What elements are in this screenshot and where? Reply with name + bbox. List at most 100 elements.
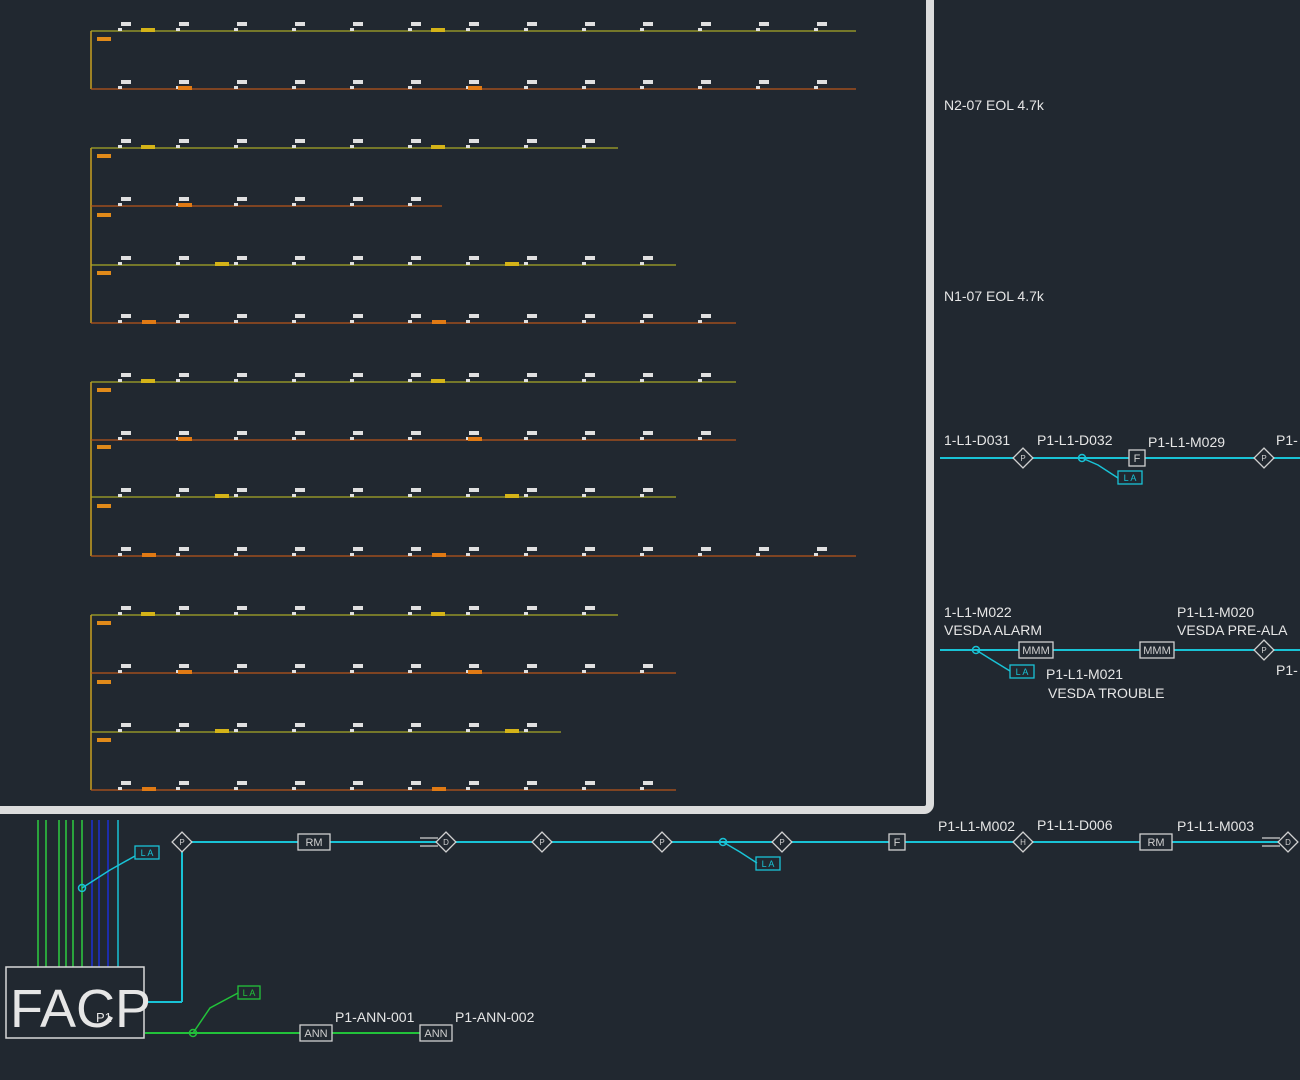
minimap-tap-mark (141, 612, 155, 616)
label-ann-2: P1-ANN-002 (455, 1009, 535, 1025)
photo-detector-symbol[interactable]: P (651, 831, 673, 853)
f-box[interactable]: F (1128, 449, 1146, 467)
minimap-device-mark (353, 373, 363, 377)
minimap-device-mark (179, 314, 189, 318)
minimap-device-mark (527, 314, 537, 318)
minimap-branch-group (90, 139, 736, 324)
minimap-device-mark (585, 781, 595, 785)
minimap-device-mark (527, 781, 537, 785)
rm-box[interactable]: RM (1139, 833, 1173, 851)
minimap-device-mark (643, 781, 653, 785)
la-box[interactable]: L A (134, 845, 160, 860)
minimap-device-mark (179, 723, 189, 727)
label-m003: P1-L1-M003 (1177, 818, 1254, 834)
minimap-tap-mark (142, 553, 156, 557)
label-d006: P1-L1-D006 (1037, 817, 1113, 833)
minimap-device-mark (121, 314, 131, 318)
minimap-tap-mark (431, 379, 445, 383)
tap-wire (975, 649, 1011, 672)
svg-text:MMM: MMM (1143, 645, 1171, 657)
mmm-box[interactable]: MMM (1018, 641, 1054, 659)
svg-text:MMM: MMM (1022, 645, 1050, 657)
minimap-device-mark (527, 723, 537, 727)
minimap-tap-mark (505, 494, 519, 498)
label-m021: P1-L1-M021 (1046, 666, 1123, 682)
label-vesda-trouble: VESDA TROUBLE (1048, 685, 1164, 701)
minimap-device-mark (469, 373, 479, 377)
minimap-device-mark (817, 22, 827, 26)
minimap-tap-mark (432, 320, 446, 324)
minimap-branch-group (90, 606, 676, 791)
minimap-device-mark (121, 197, 131, 201)
minimap-device-mark (237, 606, 247, 610)
minimap-tap-mark (468, 86, 482, 90)
heat-detector-symbol[interactable]: H (1012, 831, 1034, 853)
minimap-device-mark (179, 22, 189, 26)
rm-box[interactable]: RM (297, 833, 331, 851)
minimap-device-mark (295, 256, 305, 260)
duct-detector-symbol[interactable]: D (420, 831, 457, 853)
svg-text:P: P (779, 838, 784, 847)
minimap-device-mark (237, 723, 247, 727)
eol-labels: N2-07 EOL 4.7k N1-07 EOL 4.7k (944, 97, 1045, 304)
minimap-device-mark (527, 80, 537, 84)
minimap-device-mark (295, 664, 305, 668)
overview-panel[interactable] (0, 0, 934, 814)
la-box[interactable]: L A (1117, 470, 1143, 485)
minimap-device-mark (121, 606, 131, 610)
f-box[interactable]: F (888, 833, 906, 851)
minimap-device-mark (469, 488, 479, 492)
minimap-device-mark (585, 488, 595, 492)
minimap-device-mark (469, 22, 479, 26)
tap-node (718, 837, 728, 847)
minimap-device-mark (817, 547, 827, 551)
la-box-green[interactable] (237, 985, 261, 1000)
minimap-device-mark (179, 547, 189, 551)
duct-detector-symbol[interactable]: D (1262, 831, 1299, 853)
minimap-device-mark (643, 22, 653, 26)
minimap-device-mark (585, 80, 595, 84)
mmm-box[interactable]: MMM (1139, 641, 1175, 659)
photo-detector-symbol[interactable]: P (1012, 447, 1034, 469)
minimap-tap-mark (431, 145, 445, 149)
minimap-device-mark (353, 723, 363, 727)
minimap-device-mark (411, 197, 421, 201)
minimap-device-mark (179, 781, 189, 785)
minimap-device-mark (469, 256, 479, 260)
facp-panel[interactable]: FACP P1 (5, 966, 151, 1039)
label-ann-1: P1-ANN-001 (335, 1009, 415, 1025)
photo-detector-symbol[interactable]: P (1253, 447, 1275, 469)
photo-detector-symbol[interactable]: P (771, 831, 793, 853)
la-box[interactable]: L A (1009, 664, 1035, 679)
minimap-tap-mark (431, 28, 445, 32)
minimap-tap-mark (142, 320, 156, 324)
photo-detector-symbol[interactable]: P (531, 831, 553, 853)
minimap-device-mark (179, 139, 189, 143)
label-cut-b: P1- (1276, 662, 1298, 678)
minimap-device-mark (353, 547, 363, 551)
minimap-device-mark (121, 781, 131, 785)
ann-box-1[interactable]: ANN (299, 1024, 333, 1042)
minimap-device-mark (469, 80, 479, 84)
svg-text:RM: RM (1147, 837, 1164, 849)
label-m022: 1-L1-M022 (944, 604, 1012, 620)
minimap-tap-mark (141, 145, 155, 149)
minimap-device-mark (237, 139, 247, 143)
minimap-device-mark (411, 547, 421, 551)
minimap-tap-mark (178, 437, 192, 441)
minimap-device-mark (527, 606, 537, 610)
photo-detector-symbol[interactable]: P (171, 831, 193, 853)
minimap-tap-mark (505, 262, 519, 266)
ann-box-2[interactable]: ANN (419, 1024, 453, 1042)
minimap-tap-mark (432, 553, 446, 557)
eol-label-n2: N2-07 EOL 4.7k (944, 97, 1045, 113)
minimap-device-mark (411, 664, 421, 668)
photo-detector-symbol[interactable]: P (1253, 639, 1275, 661)
riser-bundle (37, 820, 136, 968)
la-box[interactable]: L A (755, 856, 781, 871)
loop-row-main: P RM D P P L A P (145, 817, 1299, 1003)
minimap-device-mark (237, 664, 247, 668)
minimap-device-mark (353, 606, 363, 610)
minimap-device-mark (643, 664, 653, 668)
minimap-device-mark (585, 22, 595, 26)
